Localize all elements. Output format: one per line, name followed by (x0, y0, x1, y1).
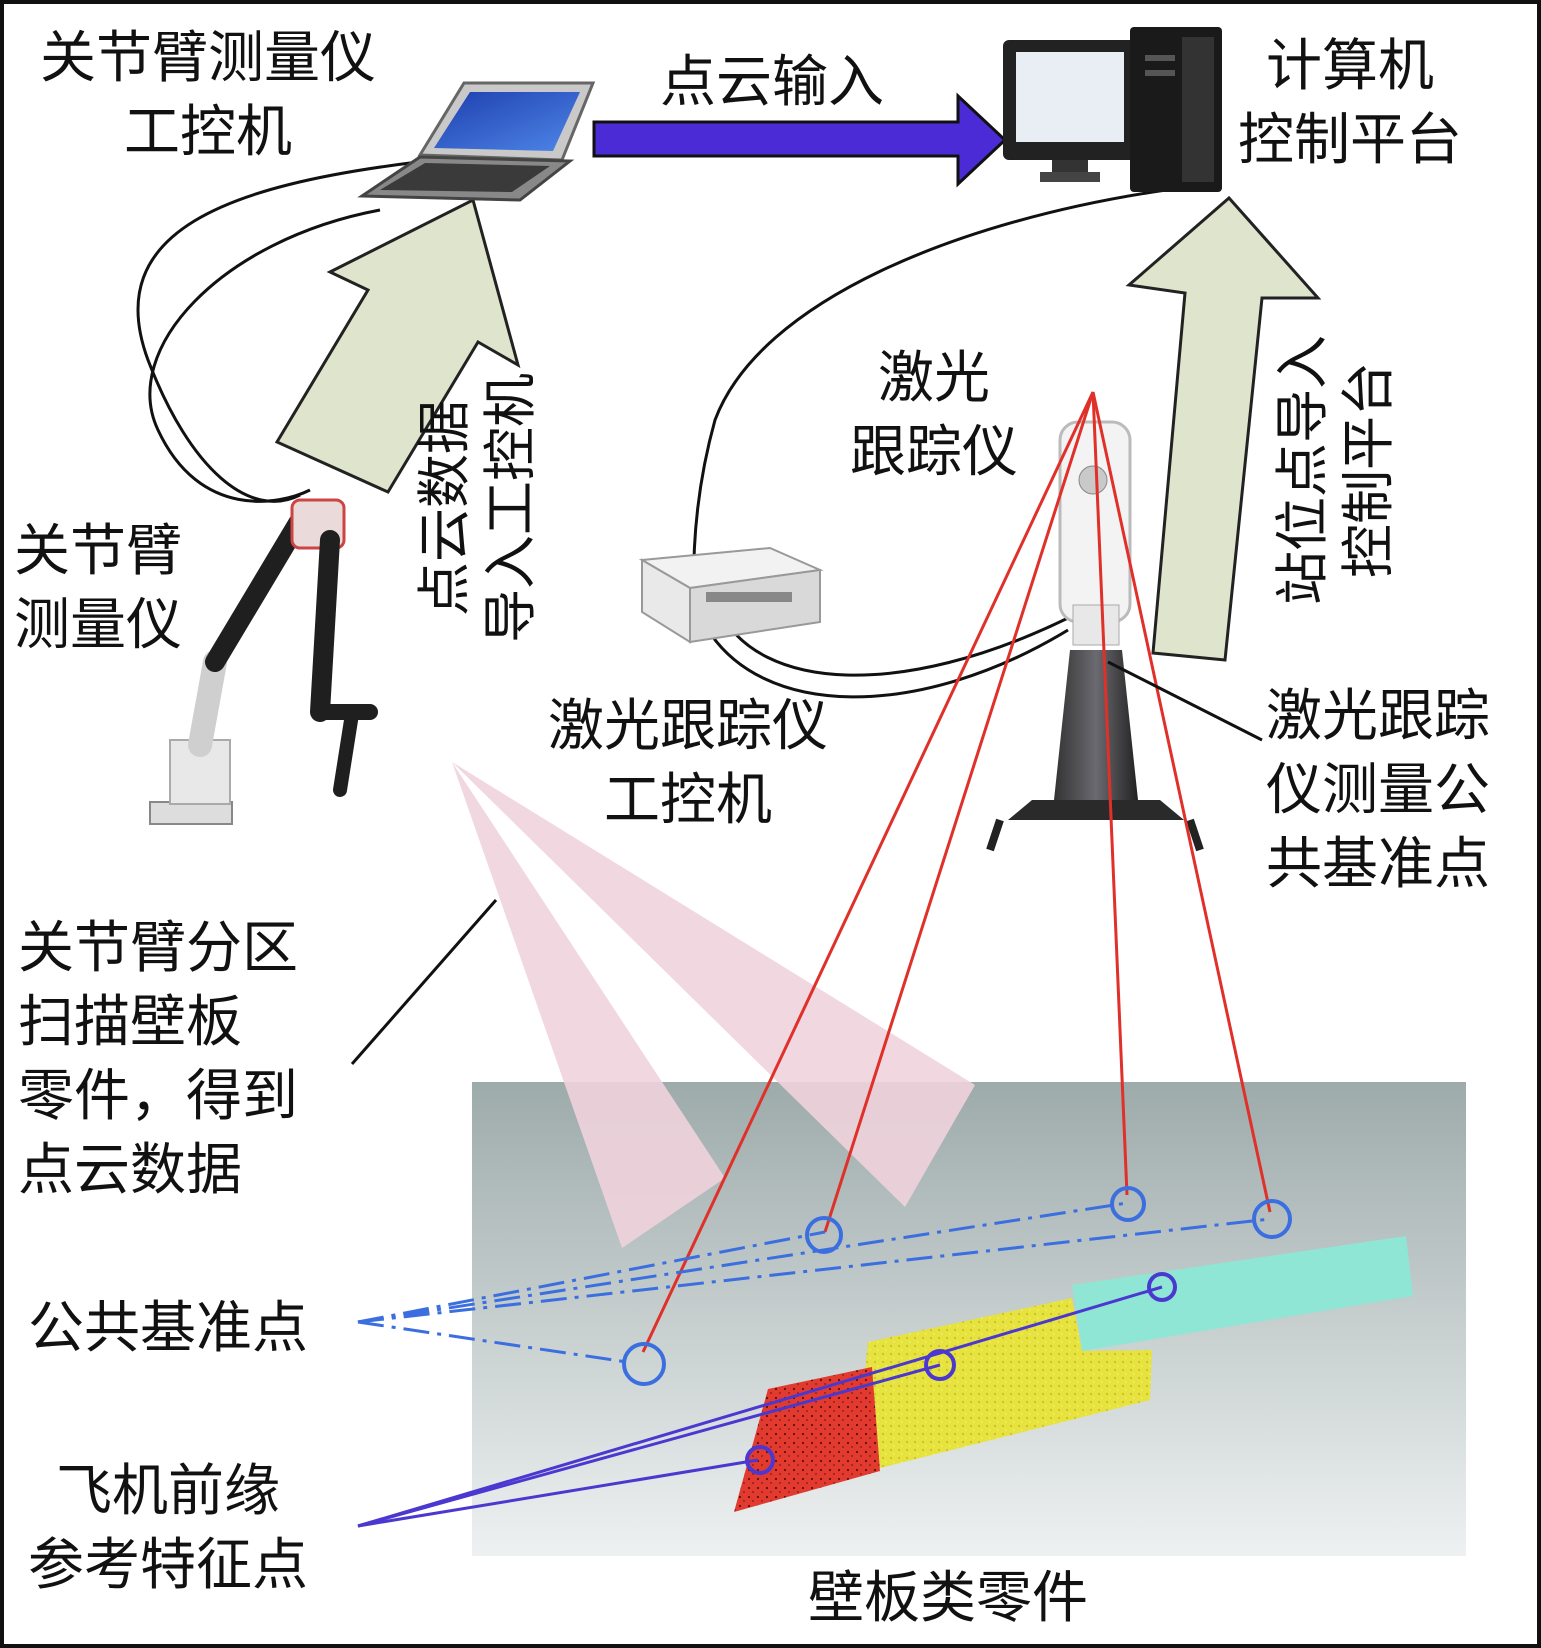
arrow-pointcloud-input (592, 92, 1008, 188)
label-tracker-pc: 激光跟踪仪工控机 (548, 694, 828, 833)
cable-arm-to-laptop (136, 160, 419, 503)
laser-tracker-icon (986, 420, 1204, 852)
label-leading-edge: 飞机前缘参考特征点 (28, 1459, 308, 1598)
common-point-leaders (357, 1201, 1271, 1364)
controller-box-icon (638, 546, 824, 644)
common-point-circles (622, 1186, 1292, 1386)
label-common-points: 公共基准点 (28, 1296, 308, 1361)
leader-arm-scan (350, 899, 498, 1065)
label-tracker-common-points: 激光跟踪仪测量公共基准点 (1266, 684, 1490, 897)
label-pointcloud-input: 点云输入 (660, 50, 884, 115)
label-laser-tracker: 激光跟踪仪 (850, 346, 1018, 485)
label-arm-device: 关节臂测量仪 (14, 519, 182, 658)
arrow-import-to-arm-pc (274, 197, 521, 494)
scan-beam-left (452, 762, 725, 1248)
label-arm-scan: 关节臂分区扫描壁板零件，得到点云数据 (18, 916, 298, 1203)
label-panel-parts: 壁板类零件 (808, 1566, 1088, 1631)
scan-beam (452, 762, 975, 1207)
feature-point-leaders (357, 1285, 1163, 1528)
label-computer-platform: 计算机控制平台 (1238, 34, 1462, 173)
label-import-pointcloud: 点云数据导入工控机 (413, 373, 542, 643)
leader-tracker-points (1107, 660, 1263, 742)
feature-point-circles (745, 1272, 1177, 1475)
laptop-icon (357, 81, 596, 202)
desktop-computer-icon (1003, 27, 1222, 192)
label-arm-pc: 关节臂测量仪工控机 (40, 26, 376, 165)
articulated-arm-icon (149, 498, 378, 825)
label-station-import: 站位点导入控制平台 (1271, 335, 1400, 605)
laser-lines (641, 391, 1272, 1353)
arrow-station-to-platform (1125, 195, 1322, 662)
